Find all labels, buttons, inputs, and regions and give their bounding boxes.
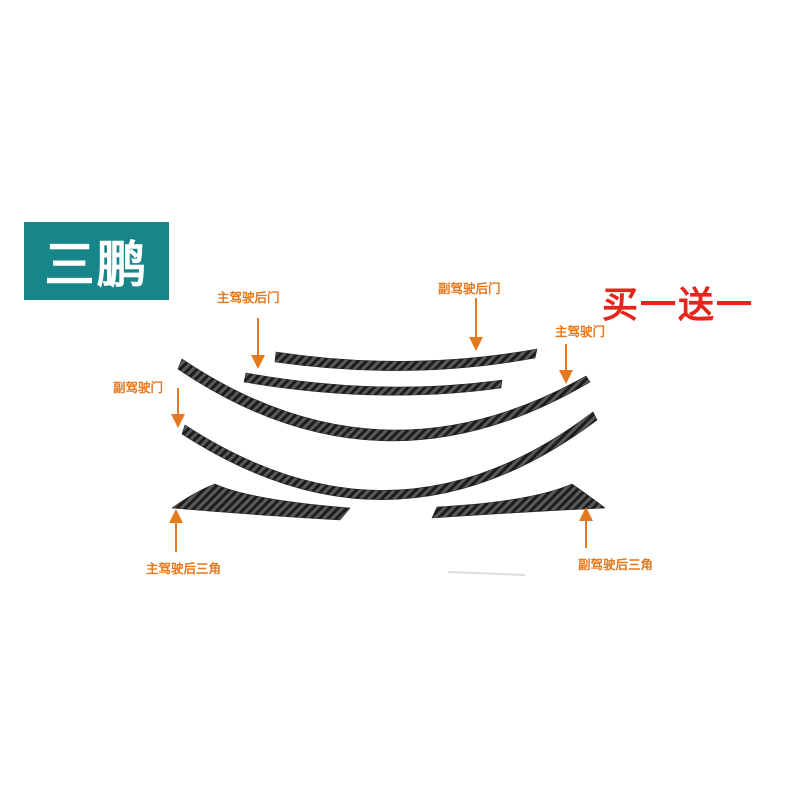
brand-badge: 三鹏 [24,222,169,300]
label-passenger-door: 副驾驶门 [113,380,164,395]
label-driver-door: 主驾驶门 [555,324,606,339]
strip-passenger-door [181,411,598,500]
label-driver-rear-triangle: 主驾驶后三角 [146,561,222,576]
label-rear-passenger-door: 副驾驶后门 [438,281,501,296]
strip-driver-rear-triangle [171,483,351,521]
brand-name: 三鹏 [44,236,149,294]
label-rear-driver-door: 主驾驶后门 [217,290,280,305]
strip-driver-door [177,358,591,442]
strip-rear-passenger-door [274,348,538,371]
strip-passenger-rear-triangle [431,483,606,519]
strip-rear-driver-door [243,372,503,396]
label-passenger-rear-triangle: 副驾驶后三角 [578,557,654,572]
smudge-line [447,571,526,576]
promo-text: 买一送一 [602,285,755,326]
